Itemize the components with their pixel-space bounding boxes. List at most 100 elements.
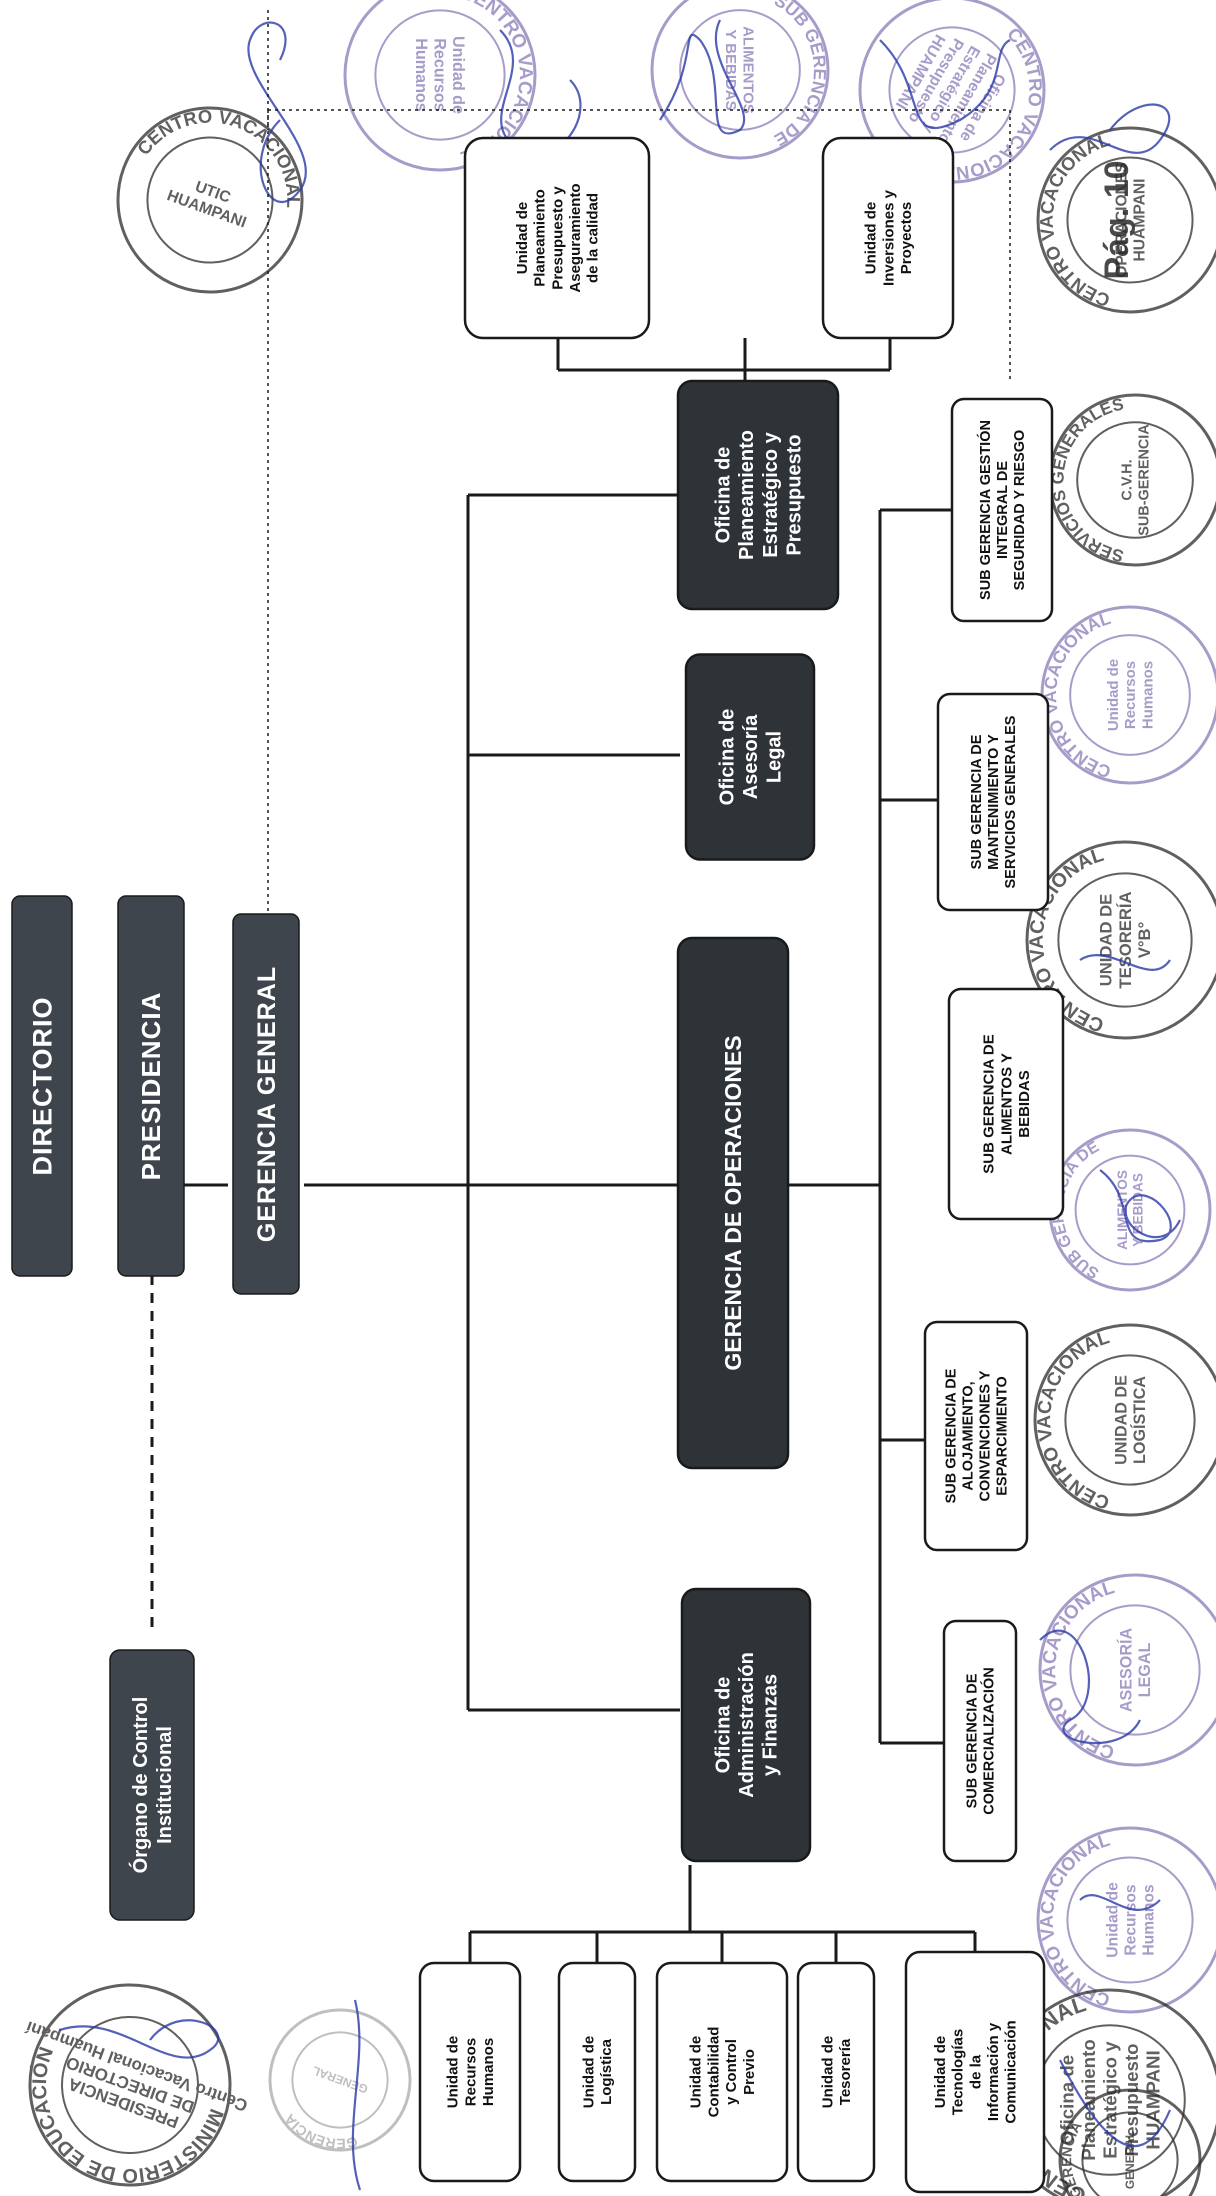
box-sg-alojamiento: SUB GERENCIA DEALOJAMIENTO,CONVENCIONES … — [923, 1320, 1029, 1552]
box-directorio-label: DIRECTORIO — [27, 996, 57, 1175]
stamp-top-rrhh-outer-ring — [343, 0, 537, 172]
stamp-planeamiento-text: Presupuesto — [1121, 2043, 1142, 2156]
signature-asesoria — [1039, 1629, 1141, 1745]
stamp-rrhh-text: Unidad de — [1105, 659, 1122, 731]
box-sg-alojamiento-label: SUB GERENCIA DEALOJAMIENTO,CONVENCIONES … — [943, 1368, 1010, 1503]
box-directorio: DIRECTORIO — [11, 895, 73, 1277]
stamp-rrhh-2-text: Humanos — [1140, 1884, 1157, 1956]
box-unidad-contabilidad-label: Unidad deContabilidady ControlPrevio — [688, 2027, 758, 2118]
stamp-gerencia-general-outer-ring — [268, 2008, 412, 2152]
stamp-asesoria-ring-text: CENTRO VACACIONAL — [1039, 1577, 1117, 1763]
box-oficina-administracion-label: Oficina deAdministracióny Finanzas — [712, 1652, 781, 1798]
stamp-logistica-text: LOGÍSTICA — [1130, 1376, 1149, 1464]
signature-rrhh-2 — [1079, 1894, 1161, 1911]
stamp-gerencia-general-ring-text: GERENCIA — [276, 2108, 363, 2161]
box-sg-seguridad-riesgo: SUB GERENCIA GESTIÓNINTEGRAL DESEGURIDAD… — [950, 397, 1054, 623]
box-gerencia-operaciones-frame — [676, 936, 790, 1470]
box-oficina-administracion-frame — [680, 1587, 812, 1863]
box-unidad-logistica: Unidad deLogística — [557, 1961, 637, 2183]
stamp-asesoria-inner-ring — [1069, 1604, 1201, 1736]
box-unidad-tesoreria: Unidad deTesorería — [796, 1961, 876, 2183]
box-unidad-logistica-label: Unidad deLogística — [580, 2036, 615, 2109]
stamp-presidencia-outer-ring — [28, 1983, 232, 2187]
stamp-presidencia-inner-ring — [61, 2016, 199, 2154]
stamp-operaciones-text: OPERACIONES — [1113, 162, 1130, 277]
box-organo-control: Órgano de ControlInstitucional — [109, 1649, 195, 1921]
stamp-rrhh-2-text: Unidad de — [1104, 1882, 1121, 1958]
stamp-alimentos-side-text: ALIMENTOS — [1115, 1170, 1130, 1250]
box-oficina-planeamiento-label: Oficina dePlaneamientoEstratégico yPresu… — [713, 430, 806, 560]
stamp-asesoria-outer-ring — [1038, 1573, 1216, 1767]
stamp-logistica-inner-ring — [1064, 1354, 1196, 1486]
box-unidad-planeamiento-frame — [463, 136, 651, 340]
box-unidad-tesoreria-label: Unidad deTesorería — [819, 2036, 854, 2109]
box-oficina-asesoria-legal-frame — [684, 653, 816, 861]
box-sg-alojamiento-frame — [923, 1320, 1029, 1552]
stamp-tesoreria-text: UNIDAD DE — [1097, 894, 1116, 987]
box-unidad-contabilidad-frame — [655, 1961, 789, 2183]
signature-top-alimentos — [659, 19, 746, 135]
box-sg-comercializacion-label: SUB GERENCIA DECOMERCIALIZACIÓN — [965, 1667, 998, 1814]
box-unidad-tic-label: Unidad deTecnologíasde laInformación yCo… — [932, 2020, 1020, 2123]
box-unidad-planeamiento-label: Unidad dePlaneamientoPresupuesto yAsegur… — [514, 183, 602, 292]
stamp-rrhh-text: Humanos — [1139, 661, 1156, 729]
stamp-operaciones-inner-ring — [1066, 156, 1194, 284]
stamp-corner-inner-ring — [1081, 2111, 1179, 2196]
box-unidad-inversiones: Unidad deInversiones yProyectos — [821, 136, 955, 340]
box-directorio-frame — [11, 895, 73, 1277]
box-sg-comercializacion: SUB GERENCIA DECOMERCIALIZACIÓN — [942, 1619, 1018, 1863]
signature-presidencia — [59, 2019, 219, 2059]
stamp-top-rrhh-inner-ring — [374, 9, 506, 141]
box-sg-seguridad-riesgo-label: SUB GERENCIA GESTIÓNINTEGRAL DESEGURIDAD… — [976, 420, 1028, 600]
signature-gerencia-general — [351, 1999, 362, 2191]
box-organo-control-frame — [109, 1649, 195, 1921]
stamp-gerencia-general-inner-ring — [291, 2031, 389, 2129]
box-unidad-tic: Unidad deTecnologíasde laInformación yCo… — [904, 1950, 1046, 2194]
stamp-servicios-text: SUB-GERENCIA — [1136, 424, 1152, 536]
page-number: Pág. 10 — [1098, 160, 1136, 279]
box-gerencia-operaciones-label: GERENCIA DE OPERACIONES — [720, 1035, 746, 1370]
box-gerencia-operaciones: GERENCIA DE OPERACIONES — [676, 936, 790, 1470]
stamp-rrhh-inner-ring — [1069, 634, 1191, 756]
box-unidad-logistica-frame — [557, 1961, 637, 2183]
box-presidencia-label: PRESIDENCIA — [136, 992, 166, 1181]
box-presidencia: PRESIDENCIA — [117, 895, 185, 1277]
box-unidad-tic-frame — [904, 1950, 1046, 2194]
stamp-top-rrhh-text: Humanos — [412, 38, 430, 112]
stamp-logistica-ring-text: CENTRO VACACIONAL — [1034, 1327, 1112, 1513]
box-sg-mantenimiento: SUB GERENCIA DEMANTENIMIENTO YSERVICIOS … — [936, 692, 1050, 912]
box-sg-seguridad-riesgo-frame — [950, 397, 1054, 623]
signature-tesoreria — [1079, 954, 1171, 971]
stamp-alimentos-side-inner-ring — [1074, 1154, 1186, 1266]
stamp-logistica-text: UNIDAD DE — [1112, 1375, 1130, 1465]
stamp-operaciones-text: HUAMPANI — [1131, 178, 1148, 261]
stamp-corner-outer-ring — [1058, 2088, 1202, 2196]
signature-utic — [247, 21, 307, 204]
box-oficina-administracion: Oficina deAdministracióny Finanzas — [680, 1587, 812, 1863]
box-unidad-contabilidad: Unidad deContabilidady ControlPrevio — [655, 1961, 789, 2183]
stamp-top-alimentos-text: ALIMENTOS — [739, 26, 756, 114]
box-sg-mantenimiento-label: SUB GERENCIA DEMANTENIMIENTO YSERVICIOS … — [969, 715, 1019, 888]
stamp-rrhh-2-ring-text: CENTRO VACACIONAL — [1036, 1829, 1113, 2012]
stamp-utic-inner-ring — [146, 136, 274, 264]
box-unidad-recursos-humanos: Unidad deRecursosHumanos — [418, 1961, 522, 2183]
box-oficina-asesoria-legal-label: Oficina deAsesoríaLegal — [716, 709, 785, 806]
stamp-asesoria-text: LEGAL — [1136, 1643, 1154, 1698]
box-unidad-planeamiento: Unidad dePlaneamientoPresupuesto yAsegur… — [463, 136, 651, 340]
box-unidad-recursos-humanos-label: Unidad deRecursosHumanos — [445, 2036, 497, 2109]
stamp-asesoria-text: ASESORÍA — [1116, 1628, 1135, 1713]
box-unidad-inversiones-label: Unidad deInversiones yProyectos — [863, 189, 915, 286]
box-sg-mantenimiento-frame — [936, 692, 1050, 912]
stamp-rrhh-ring-text: CENTRO VACACIONAL — [1040, 608, 1113, 782]
stamp-tesoreria-outer-ring — [1025, 840, 1216, 1040]
signature-operaciones — [1049, 103, 1171, 154]
signature-alimentos — [1099, 1169, 1181, 1243]
